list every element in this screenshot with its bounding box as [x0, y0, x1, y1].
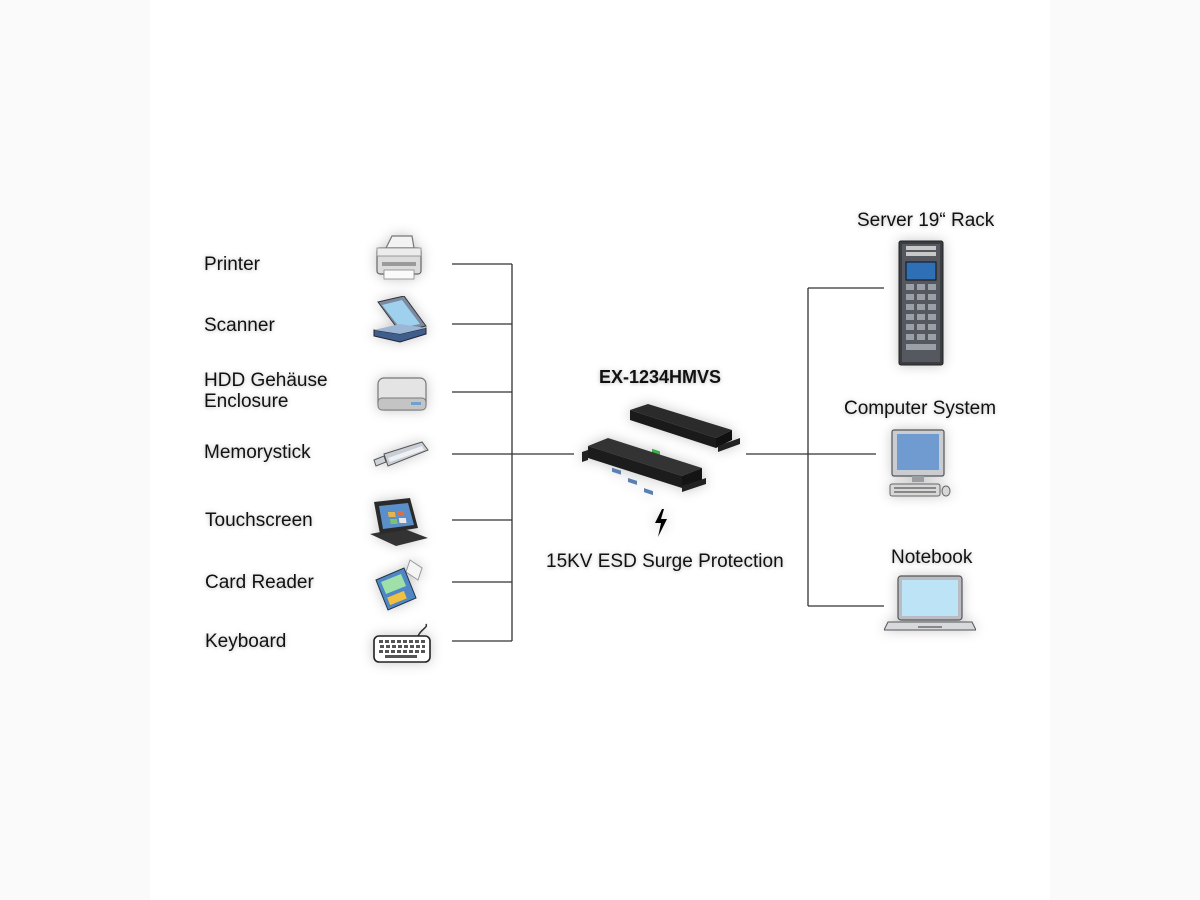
left-margin-band: [0, 0, 150, 900]
host-label-computer: Computer System: [844, 398, 997, 419]
notebook-icon: [884, 574, 976, 636]
device-label-memorystick: Memorystick: [204, 442, 311, 463]
card-reader-icon: [370, 558, 426, 612]
device-label-card-reader: Card Reader: [205, 572, 314, 593]
device-label-touchscreen: Touchscreen: [205, 510, 313, 531]
touchscreen-icon: [366, 498, 430, 548]
computer-icon: [886, 428, 952, 500]
device-label-printer: Printer: [204, 254, 260, 275]
hdd-icon: [375, 374, 429, 414]
scanner-icon: [370, 296, 430, 346]
device-label-scanner: Scanner: [204, 315, 275, 336]
device-label-hdd: HDD Gehäuse Enclosure: [204, 370, 328, 412]
keyboard-icon: [372, 622, 432, 664]
device-label-keyboard: Keyboard: [205, 631, 287, 652]
host-label-notebook: Notebook: [891, 547, 973, 568]
usb-hub-icon: [582, 400, 742, 496]
server-rack-icon: [898, 240, 944, 366]
host-label-server: Server 19“ Rack: [857, 210, 995, 231]
right-margin-band: [1050, 0, 1200, 900]
hub-model-label: EX-1234HMVS: [599, 367, 722, 387]
esd-protection-label: 15KV ESD Surge Protection: [546, 551, 784, 572]
lightning-bolt-icon: [652, 508, 670, 538]
usb-stick-icon: [372, 440, 430, 472]
printer-icon: [372, 234, 426, 282]
